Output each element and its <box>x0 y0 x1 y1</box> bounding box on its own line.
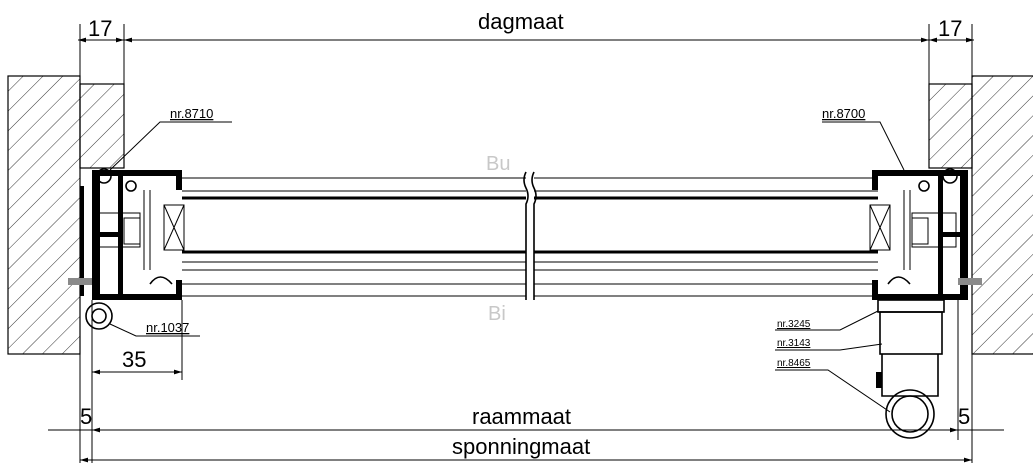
dim-dagmaat: dagmaat <box>478 9 564 34</box>
left-frame-profile <box>68 168 182 300</box>
dim-bottom-left: 5 <box>80 404 92 429</box>
part-label-3245: nr.3245 <box>777 319 811 330</box>
dim-sponningmaat: sponningmaat <box>452 434 590 459</box>
right-frame-profile <box>872 168 982 300</box>
dim-35-lines <box>91 300 183 380</box>
part-leaders <box>109 121 905 413</box>
side-label-outside: Bu <box>486 153 510 175</box>
dim-raammaat: raammaat <box>472 404 571 429</box>
right-wall <box>928 75 1033 355</box>
glazing-right-half <box>534 177 911 297</box>
part-label-1037: nr.1037 <box>146 320 189 335</box>
dim-35: 35 <box>122 347 146 372</box>
glazing-left-half <box>143 177 526 297</box>
part-label-3143: nr.3143 <box>777 338 811 349</box>
dim-bottom-right: 5 <box>958 404 970 429</box>
dim-top-right: 17 <box>938 16 962 41</box>
bottom-dimension-lines <box>48 300 1004 463</box>
part-label-8710: nr.8710 <box>170 106 213 121</box>
side-label-inside: Bi <box>488 303 506 325</box>
top-dimension-lines <box>78 24 974 160</box>
left-wall <box>7 75 125 355</box>
dim-top-left: 17 <box>88 16 112 41</box>
part-label-8465: nr.8465 <box>777 358 811 369</box>
part-label-8700: nr.8700 <box>822 106 865 121</box>
break-marks <box>523 171 537 300</box>
left-roller <box>85 302 113 330</box>
right-hardware <box>876 299 945 439</box>
